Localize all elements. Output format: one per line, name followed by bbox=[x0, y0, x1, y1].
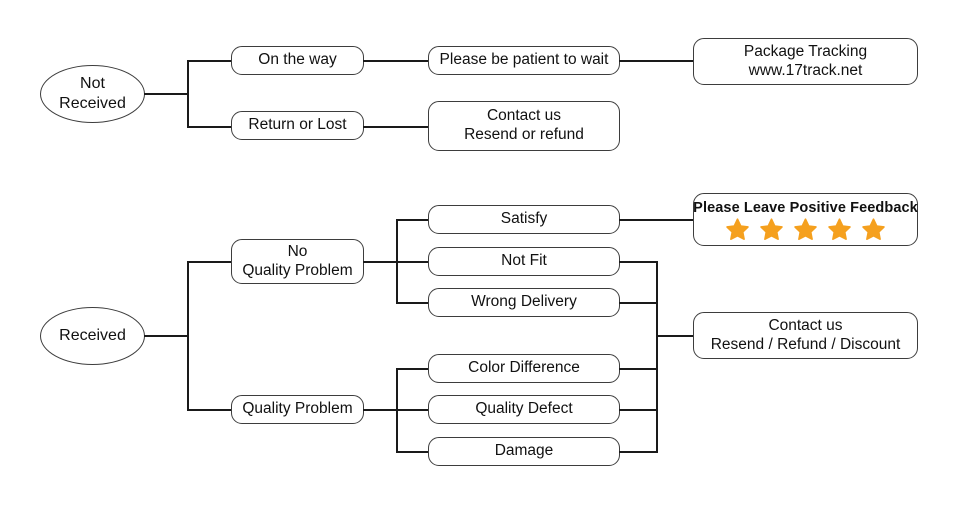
node-leave-positive-feedback[interactable]: Please Leave Positive Feedback bbox=[693, 193, 918, 246]
node-quality-defect[interactable]: Quality Defect bbox=[428, 395, 620, 424]
connector-qp-stem bbox=[363, 409, 397, 411]
connector-to-satisfy bbox=[396, 219, 430, 221]
connector-wrong-delivery-to-trunk bbox=[619, 302, 658, 304]
node-color-difference-label: Color Difference bbox=[468, 359, 580, 377]
connector-not-fit-to-trunk bbox=[619, 261, 658, 263]
node-not-received[interactable]: Not Received bbox=[40, 65, 145, 123]
connector-nqp-stem bbox=[363, 261, 397, 263]
connector-to-quality-problem bbox=[187, 409, 232, 411]
star-icon[interactable] bbox=[793, 217, 818, 242]
node-contact-resend-refund-discount[interactable]: Contact us Resend / Refund / Discount bbox=[693, 312, 918, 359]
connector-outcome-trunk bbox=[656, 261, 658, 452]
node-not-received-label: Not Received bbox=[59, 75, 126, 112]
node-package-tracking[interactable]: Package Tracking www.17track.net bbox=[693, 38, 918, 85]
connector-received-stem bbox=[144, 335, 188, 337]
node-contact-resend-refund-label: Contact us Resend or refund bbox=[464, 107, 584, 143]
node-contact-resend-refund-discount-label: Contact us Resend / Refund / Discount bbox=[710, 316, 901, 353]
connector-received-trunk bbox=[187, 261, 189, 410]
connector-not-received-stem bbox=[144, 93, 188, 95]
node-please-be-patient-label: Please be patient to wait bbox=[439, 51, 609, 69]
node-not-fit-label: Not Fit bbox=[501, 252, 547, 270]
connector-return-lost-to-contact bbox=[363, 126, 429, 128]
node-on-the-way-label: On the way bbox=[258, 51, 337, 69]
node-quality-defect-label: Quality Defect bbox=[475, 400, 573, 418]
connector-quality-defect-to-trunk bbox=[619, 409, 658, 411]
node-no-quality-problem[interactable]: No Quality Problem bbox=[231, 239, 364, 284]
connector-not-received-trunk bbox=[187, 60, 189, 127]
connector-to-damage bbox=[396, 451, 430, 453]
connector-to-on-the-way bbox=[187, 60, 232, 62]
connector-to-not-fit bbox=[396, 261, 430, 263]
node-received-label: Received bbox=[59, 327, 126, 345]
node-package-tracking-label: Package Tracking www.17track.net bbox=[743, 42, 868, 79]
node-satisfy-label: Satisfy bbox=[500, 210, 548, 228]
node-not-fit[interactable]: Not Fit bbox=[428, 247, 620, 276]
connector-to-quality-defect bbox=[396, 409, 430, 411]
node-wrong-delivery-label: Wrong Delivery bbox=[471, 293, 577, 311]
connector-wait-to-tracking bbox=[619, 60, 694, 62]
star-icon[interactable] bbox=[725, 217, 750, 242]
node-color-difference[interactable]: Color Difference bbox=[428, 354, 620, 383]
node-please-be-patient[interactable]: Please be patient to wait bbox=[428, 46, 620, 75]
feedback-title: Please Leave Positive Feedback bbox=[693, 200, 918, 216]
node-quality-problem[interactable]: Quality Problem bbox=[231, 395, 364, 424]
node-return-or-lost[interactable]: Return or Lost bbox=[231, 111, 364, 140]
connector-to-return-or-lost bbox=[187, 126, 232, 128]
star-icon[interactable] bbox=[827, 217, 852, 242]
connector-on-the-way-to-wait bbox=[363, 60, 429, 62]
node-damage-label: Damage bbox=[494, 442, 554, 460]
star-rating[interactable] bbox=[725, 217, 886, 242]
node-satisfy[interactable]: Satisfy bbox=[428, 205, 620, 234]
star-icon[interactable] bbox=[861, 217, 886, 242]
connector-satisfy-to-feedback bbox=[619, 219, 695, 221]
connector-to-wrong-delivery bbox=[396, 302, 430, 304]
node-contact-resend-refund[interactable]: Contact us Resend or refund bbox=[428, 101, 620, 151]
node-quality-problem-label: Quality Problem bbox=[242, 400, 353, 418]
star-icon[interactable] bbox=[759, 217, 784, 242]
node-on-the-way[interactable]: On the way bbox=[231, 46, 364, 75]
connector-color-difference-to-trunk bbox=[619, 368, 658, 370]
connector-to-no-quality-problem bbox=[187, 261, 232, 263]
node-received[interactable]: Received bbox=[40, 307, 145, 365]
node-return-or-lost-label: Return or Lost bbox=[248, 116, 347, 134]
node-wrong-delivery[interactable]: Wrong Delivery bbox=[428, 288, 620, 317]
node-damage[interactable]: Damage bbox=[428, 437, 620, 466]
connector-trunk-to-contact bbox=[656, 335, 695, 337]
connector-damage-to-trunk bbox=[619, 451, 658, 453]
connector-to-color-difference bbox=[396, 368, 430, 370]
node-no-quality-problem-label: No Quality Problem bbox=[242, 242, 353, 279]
